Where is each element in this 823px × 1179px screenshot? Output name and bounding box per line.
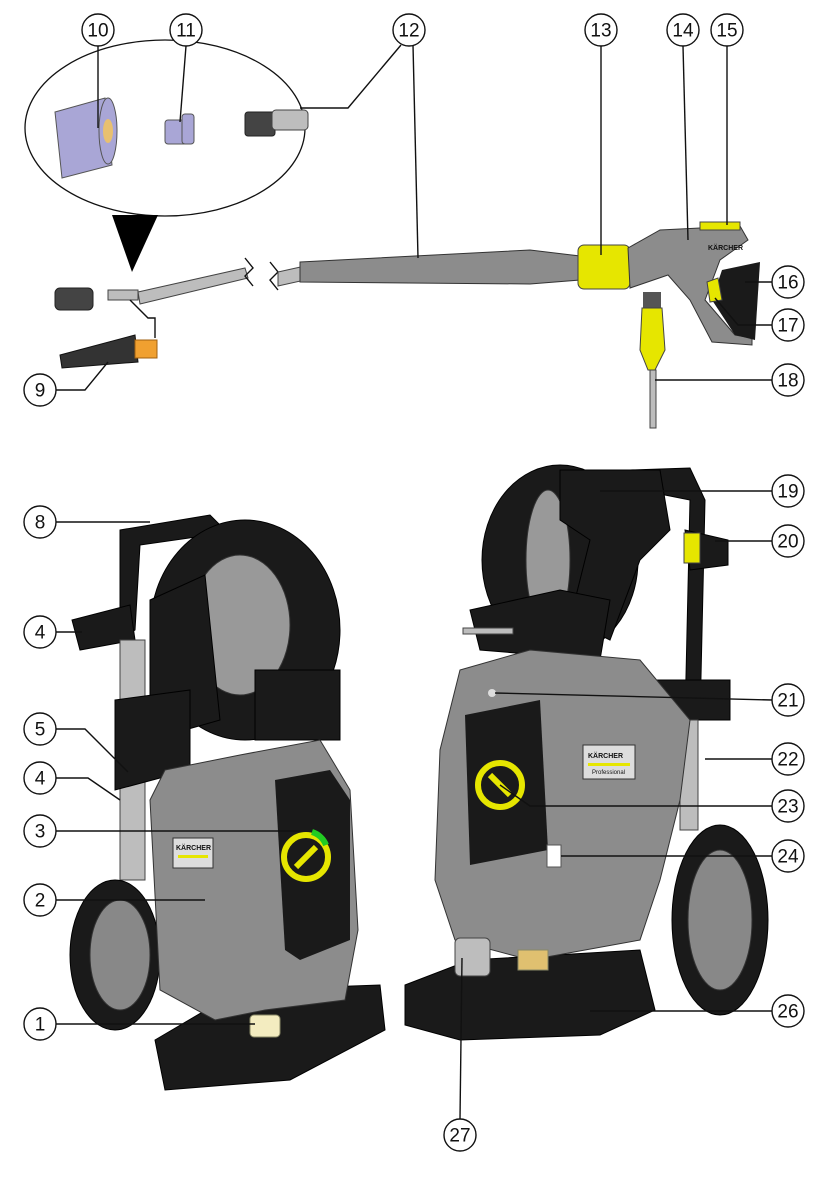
callout-17: 17 xyxy=(771,308,805,342)
svg-text:5: 5 xyxy=(35,720,46,741)
svg-text:24: 24 xyxy=(777,847,799,868)
callout-8: 8 xyxy=(23,505,57,539)
svg-text:4: 4 xyxy=(35,623,46,644)
lance-coupling xyxy=(244,109,309,137)
svg-text:10: 10 xyxy=(87,21,108,42)
callout-22: 22 xyxy=(771,742,805,776)
machine-rear-view: KÄRCHER Professional xyxy=(404,464,769,1041)
svg-text:13: 13 xyxy=(590,21,611,42)
nozzle-detail-callout xyxy=(24,39,309,272)
svg-text:27: 27 xyxy=(449,1126,470,1147)
callout-15: 15 xyxy=(710,13,744,47)
leader-lines xyxy=(56,44,773,1120)
machine-front-view: KÄRCHER xyxy=(69,514,386,1091)
callout-3: 3 xyxy=(23,814,57,848)
svg-text:9: 9 xyxy=(35,381,46,402)
svg-text:19: 19 xyxy=(777,482,798,503)
callout-1: 1 xyxy=(23,1007,57,1041)
rear-brand-logo: KÄRCHER xyxy=(588,752,623,760)
callout-10: 10 xyxy=(81,13,115,47)
svg-text:1: 1 xyxy=(35,1015,46,1036)
svg-text:16: 16 xyxy=(777,273,798,294)
svg-text:4: 4 xyxy=(35,769,46,790)
svg-text:14: 14 xyxy=(672,21,694,42)
power-nozzle xyxy=(59,299,158,369)
svg-text:20: 20 xyxy=(777,532,798,553)
callout-27: 27 xyxy=(443,1118,477,1152)
callout-2: 2 xyxy=(23,883,57,917)
svg-text:2: 2 xyxy=(35,891,46,912)
callout-4-upper: 4 xyxy=(23,615,57,649)
svg-text:21: 21 xyxy=(777,691,798,712)
callout-12: 12 xyxy=(392,13,426,47)
callout-21: 21 xyxy=(771,683,805,717)
svg-text:23: 23 xyxy=(777,797,798,818)
svg-text:12: 12 xyxy=(398,21,419,42)
gun-brand-logo: KÄRCHER xyxy=(708,244,743,252)
callout-16: 16 xyxy=(771,265,805,299)
callout-9: 9 xyxy=(23,373,57,407)
svg-text:18: 18 xyxy=(777,371,798,392)
callout-numbers: 1 2 3 4 4 5 8 9 10 11 12 13 14 15 16 17 … xyxy=(23,13,805,1152)
front-brand-logo: KÄRCHER xyxy=(176,844,211,852)
svg-text:15: 15 xyxy=(716,21,737,42)
rear-brand-sub: Professional xyxy=(592,770,625,776)
callout-24: 24 xyxy=(771,839,805,873)
nozzle-insert xyxy=(164,113,195,145)
nozzle-cap xyxy=(54,97,118,179)
callout-13: 13 xyxy=(584,13,618,47)
callout-18: 18 xyxy=(771,363,805,397)
svg-text:22: 22 xyxy=(777,750,798,771)
spray-lance xyxy=(54,244,631,311)
callout-20: 20 xyxy=(771,524,805,558)
svg-text:11: 11 xyxy=(176,21,196,42)
callout-11: 11 xyxy=(169,13,203,47)
callout-5: 5 xyxy=(23,712,57,746)
svg-text:3: 3 xyxy=(35,822,46,843)
callout-23: 23 xyxy=(771,789,805,823)
svg-text:26: 26 xyxy=(777,1002,798,1023)
svg-text:17: 17 xyxy=(777,316,798,337)
callout-4-lower: 4 xyxy=(23,761,57,795)
callout-14: 14 xyxy=(666,13,700,47)
svg-text:8: 8 xyxy=(35,513,46,534)
callout-26: 26 xyxy=(771,994,805,1028)
callout-19: 19 xyxy=(771,474,805,508)
